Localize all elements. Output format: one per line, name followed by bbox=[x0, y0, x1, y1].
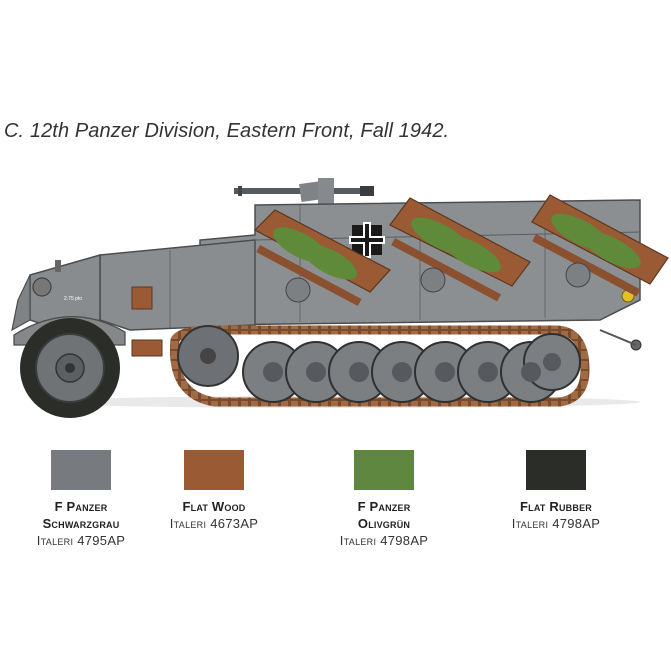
paint-name: Olivgrün bbox=[357, 516, 411, 531]
paint-swatch bbox=[526, 450, 586, 490]
paint-name: F Panzer bbox=[54, 499, 108, 514]
paint-code: Italeri 4798AP bbox=[339, 533, 429, 548]
paint-swatch-group: Flat Rubber Italeri 4798AP bbox=[481, 450, 631, 532]
paint-name: F Panzer bbox=[357, 499, 411, 514]
paint-code: Italeri 4795AP bbox=[36, 533, 126, 548]
paint-name: Flat Wood bbox=[182, 499, 246, 514]
paint-swatch bbox=[51, 450, 111, 490]
paint-swatch-group: Flat Wood Italeri 4673AP bbox=[139, 450, 289, 532]
balkenkreuz-insignia bbox=[349, 222, 385, 258]
road-wheels bbox=[177, 325, 581, 403]
rocket-frame-rear bbox=[531, 194, 669, 297]
rocket-frame-front bbox=[254, 209, 391, 307]
paint-swatch-group: F Panzer Olivgrün Italeri 4798AP bbox=[309, 450, 459, 549]
scheme-caption: C. 12th Panzer Division, Eastern Front, … bbox=[4, 120, 450, 142]
paint-name: Flat Rubber bbox=[520, 499, 592, 514]
paint-code: Italeri 4673AP bbox=[169, 516, 259, 531]
front-wheel bbox=[20, 318, 120, 418]
paint-code: Italeri 4798AP bbox=[511, 516, 601, 531]
machine-gun bbox=[234, 178, 374, 208]
paint-swatch-group: F Panzer Schwarzgrau Italeri 4795AP bbox=[6, 450, 156, 549]
halftrack-illustration: 2.75 pto bbox=[11, 178, 669, 418]
rocket-frame-middle bbox=[389, 197, 531, 302]
paint-swatch bbox=[354, 450, 414, 490]
paint-swatch bbox=[184, 450, 244, 490]
paint-name: Schwarzgrau bbox=[42, 516, 120, 531]
hull-marking: 2.75 pto bbox=[64, 296, 82, 302]
